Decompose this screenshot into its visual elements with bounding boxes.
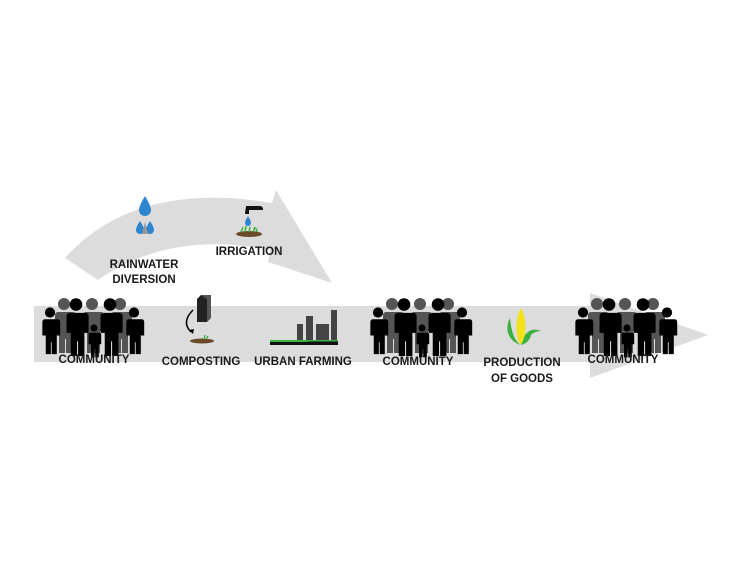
urban-buildings-icon (270, 310, 338, 345)
step-label: DIVERSION (112, 274, 175, 286)
faucet-irrigation-icon (236, 206, 263, 237)
step-label: COMMUNITY (59, 354, 130, 366)
step-label: PRODUCTION (483, 357, 560, 369)
compost-bin-icon (185, 295, 214, 344)
step-label: URBAN FARMING (254, 356, 352, 368)
step-label: IRRIGATION (216, 246, 283, 258)
step-label: COMMUNITY (383, 356, 454, 368)
water-drops-icon (136, 196, 154, 234)
step-label: RAINWATER (110, 259, 179, 271)
step-label: OF GOODS (491, 373, 553, 385)
corn-icon (507, 308, 541, 345)
step-label: COMMUNITY (588, 354, 659, 366)
step-label: COMPOSTING (162, 356, 241, 368)
curved-arrow (65, 190, 332, 283)
